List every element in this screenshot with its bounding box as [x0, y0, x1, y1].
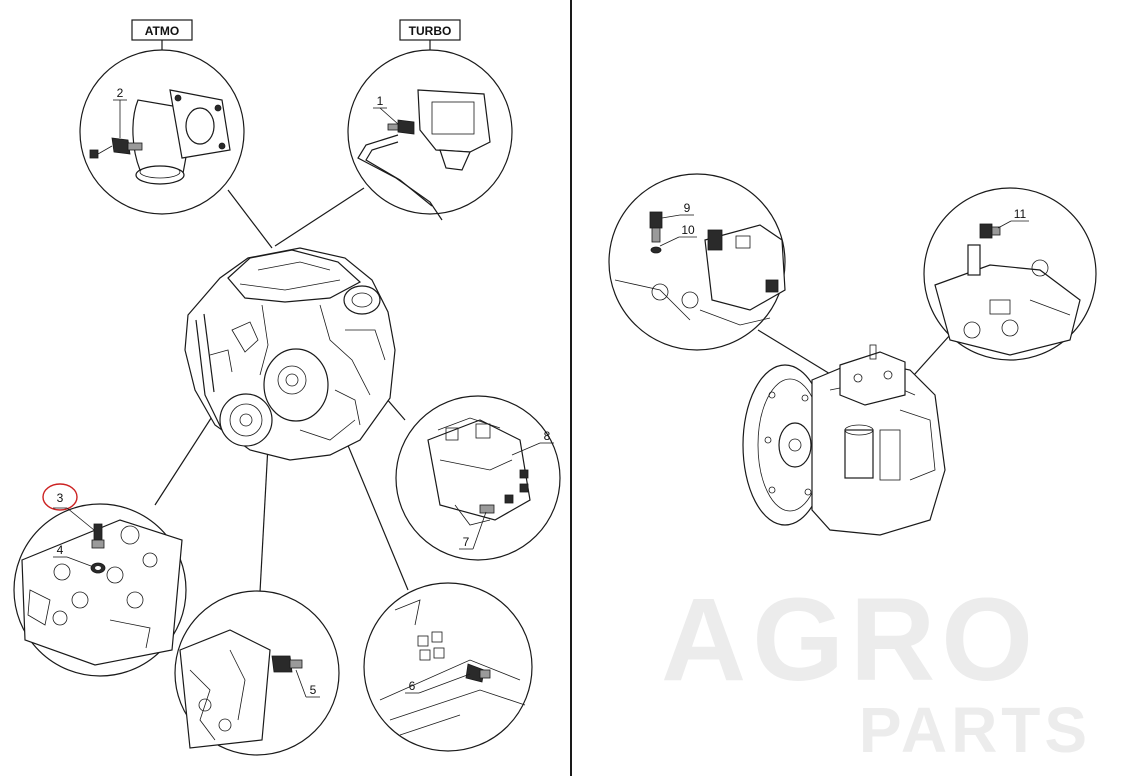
callout-1: 1: [377, 94, 384, 108]
detail-oil-sensor: 5: [174, 590, 340, 756]
callout-2: 2: [117, 86, 124, 100]
callout-7: 7: [463, 535, 470, 549]
callout-3: 3: [57, 491, 64, 505]
turbo-label: TURBO: [409, 24, 452, 38]
callout-5: 5: [310, 683, 317, 697]
callout-9: 9: [684, 201, 691, 215]
callout-11: 11: [1014, 207, 1027, 221]
engine-assembly: [154, 187, 409, 593]
detail-pressure-switch: 11: [923, 187, 1097, 361]
atmo-label: ATMO: [145, 24, 179, 38]
detail-block-sensor: 6: [363, 582, 533, 752]
callout-3-highlight: [42, 483, 78, 511]
detail-injection-pump: 8 7: [395, 395, 561, 561]
watermark-agro: AGRO: [661, 574, 1039, 706]
detail-turbo: TURBO 1: [347, 19, 513, 221]
callout-10: 10: [681, 223, 695, 237]
callout-6: 6: [409, 679, 416, 693]
detail-temp-sender: 9 10: [608, 173, 786, 351]
detail-atmo: ATMO 2: [79, 19, 245, 215]
callout-4: 4: [57, 543, 64, 557]
watermark-parts: PARTS: [859, 694, 1091, 766]
watermark: AGRO PARTS: [661, 574, 1091, 766]
detail-cylinder-head: 3 4: [13, 483, 187, 677]
gearbox-assembly: [742, 329, 951, 536]
callout-8: 8: [544, 429, 551, 443]
